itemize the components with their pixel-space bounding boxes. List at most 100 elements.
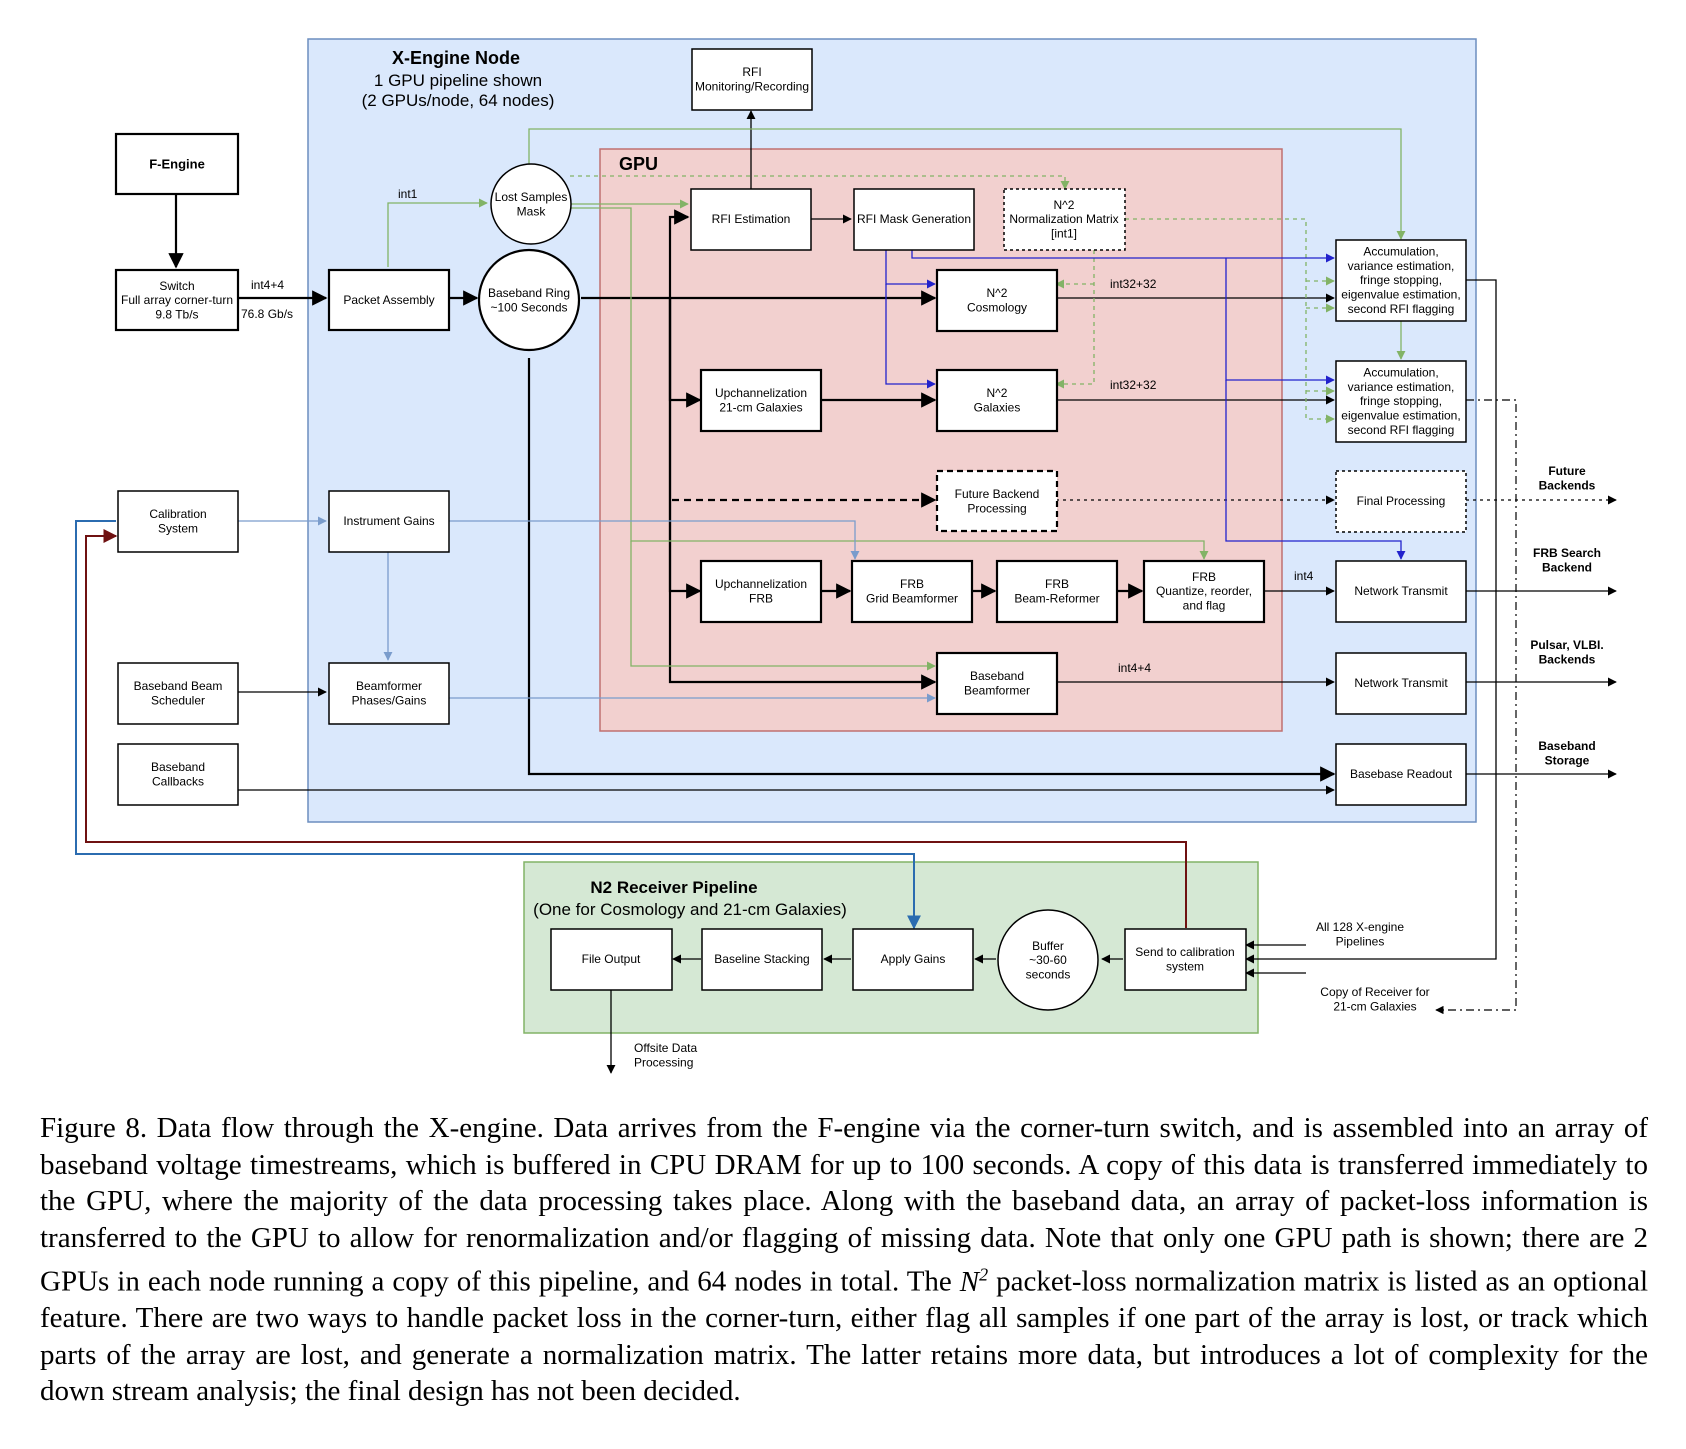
baseband-ring-label-line: ~100 Seconds	[490, 300, 567, 314]
baseband-readout-label-line: Basebase Readout	[1350, 767, 1453, 781]
baseband-ring-circle	[477, 248, 581, 352]
n2-cosmology-label-line: Cosmology	[967, 300, 1027, 314]
rfi-estimation-box	[690, 188, 812, 251]
bb-callbacks-label-line: Baseband	[151, 760, 205, 774]
n2-galaxies-label-line: Galaxies	[974, 400, 1021, 414]
output-storage-label-line: Baseband	[1538, 739, 1595, 753]
bf-phases-label-line: Beamformer	[356, 679, 422, 693]
rfi-mask-label-line: RFI Mask Generation	[857, 212, 971, 226]
baseband-readout-box	[1335, 743, 1467, 806]
n2-title: N2 Receiver Pipeline	[590, 878, 757, 897]
label-int4-4-b: int4+4	[1118, 661, 1151, 675]
output-copy-label-line: Copy of Receiver for	[1320, 985, 1429, 999]
thin-connectors	[238, 110, 1617, 1074]
rfi-mask-connectors	[885, 250, 1406, 560]
output-offsite-label-line: Offsite Data	[634, 1041, 697, 1055]
accum2-box	[1335, 360, 1467, 443]
output-future-label-line: Backends	[1539, 478, 1596, 492]
label-gbps: 76.8 Gb/s	[241, 307, 293, 321]
fengine-label-line: F-Engine	[149, 157, 205, 172]
output-future-label-line: Future	[1548, 464, 1586, 478]
apply-gains-box	[852, 928, 974, 991]
rfi-mask-box	[853, 188, 975, 251]
output-pulsar-label-line: Pulsar, VLBI.	[1530, 638, 1603, 652]
switch-label-line: 9.8 Tb/s	[155, 308, 198, 322]
frb-reformer-label-line: Beam-Reformer	[1014, 591, 1099, 605]
gpu-title: GPU	[619, 154, 658, 174]
baseline-stacking-label-line: Baseline Stacking	[714, 952, 809, 966]
bb-scheduler-box	[117, 662, 239, 725]
norm-matrix-label-line: [int1]	[1051, 227, 1077, 241]
frb-reformer-box	[995, 559, 1119, 624]
accum1-box	[1335, 239, 1467, 322]
caption-part2: packet-loss normalization matrix is list…	[40, 1265, 1649, 1408]
output-pulsar-label-line: Backends	[1539, 652, 1596, 666]
rfi-estimation-label-line: RFI Estimation	[712, 212, 791, 226]
bf-phases-box	[328, 662, 450, 725]
output-copy-label-line: 21-cm Galaxies	[1333, 999, 1416, 1013]
switch-label-line: Switch	[159, 279, 194, 293]
upchan-frb-label-line: FRB	[749, 591, 773, 605]
send-cal-label-line: system	[1166, 959, 1204, 973]
edge-labels: int4+4 76.8 Gb/s int1 int32+32 int32+32 …	[241, 187, 1314, 675]
rfi-monitor-label-line: RFI	[742, 65, 761, 79]
output-offsite-label-line: Processing	[634, 1055, 693, 1069]
figure-caption: Figure 8. Data flow through the X-engine…	[40, 1110, 1648, 1410]
calibration-to-gains-line	[75, 520, 921, 930]
frb-quantize-label-line: Quantize, reorder,	[1156, 584, 1252, 598]
instrument-gains-box	[328, 490, 450, 553]
baseband-beamformer-box	[935, 651, 1059, 716]
label-int32-b: int32+32	[1110, 378, 1157, 392]
label-int32-a: int32+32	[1110, 277, 1157, 291]
packet-assembly-label-line: Packet Assembly	[343, 293, 434, 307]
calibration-feedback-line	[85, 529, 1187, 928]
blocks	[114, 48, 1467, 1011]
output-all128-label-line: All 128 X-engine	[1316, 920, 1404, 934]
file-output-box	[550, 928, 673, 991]
send-cal-box	[1124, 928, 1247, 991]
label-int4-4-a: int4+4	[251, 278, 284, 292]
calibration-label-line: Calibration	[149, 507, 206, 521]
baseband-beamformer-label-line: Baseband	[970, 669, 1024, 683]
switch-box	[114, 268, 240, 332]
frb-grid-label-line: FRB	[900, 577, 924, 591]
upchan-21cm-label-line: 21-cm Galaxies	[719, 400, 802, 414]
frb-quantize-label-line: and flag	[1183, 599, 1226, 613]
lost-samples-label-line: Mask	[517, 204, 547, 218]
buffer-label-line: Buffer	[1032, 939, 1064, 953]
accum2-label-line: Accumulation,	[1363, 365, 1438, 379]
future-backend-label-line: Future Backend	[955, 487, 1040, 501]
n2-galaxies-label-line: N^2	[987, 386, 1008, 400]
file-output-label-line: File Output	[582, 952, 641, 966]
norm-matrix-label-line: N^2	[1054, 198, 1075, 212]
accum1-label-line: second RFI flagging	[1348, 302, 1455, 316]
frb-grid-label-line: Grid Beamformer	[866, 591, 958, 605]
instrument-gains-label-line: Instrument Gains	[343, 514, 434, 528]
accum1-label-line: fringe stopping,	[1360, 273, 1442, 287]
xengine-subtitle-1: 1 GPU pipeline shown	[374, 71, 542, 90]
accum2-label-line: fringe stopping,	[1360, 394, 1442, 408]
output-all128-label-line: Pipelines	[1336, 934, 1385, 948]
bb-callbacks-box	[117, 743, 239, 806]
mask-connectors	[387, 128, 1406, 671]
frb-reformer-label-line: FRB	[1045, 577, 1069, 591]
accum2-label-line: second RFI flagging	[1348, 423, 1455, 437]
buffer-label-line: ~30-60	[1029, 953, 1067, 967]
upchan-frb-box	[699, 559, 823, 624]
thick-connectors	[168, 194, 1336, 782]
bb-callbacks-label-line: Callbacks	[152, 774, 204, 788]
baseline-stacking-box	[701, 928, 823, 991]
n2-cosmology-box	[935, 268, 1059, 333]
final-processing-box	[1335, 470, 1467, 533]
future-backend-label-line: Processing	[967, 501, 1026, 515]
label-int4: int4	[1294, 569, 1314, 583]
net-transmit-pulsar-label-line: Network Transmit	[1354, 676, 1448, 690]
accum2-label-line: eigenvalue estimation,	[1341, 409, 1460, 423]
n2-cosmology-label-line: N^2	[987, 286, 1008, 300]
dashed-connectors	[672, 399, 1617, 1015]
frb-grid-box	[850, 559, 974, 624]
future-backend-box	[935, 469, 1059, 533]
upchan-21cm-label-line: Upchannelization	[715, 386, 807, 400]
rfi-monitor-box	[691, 48, 813, 111]
